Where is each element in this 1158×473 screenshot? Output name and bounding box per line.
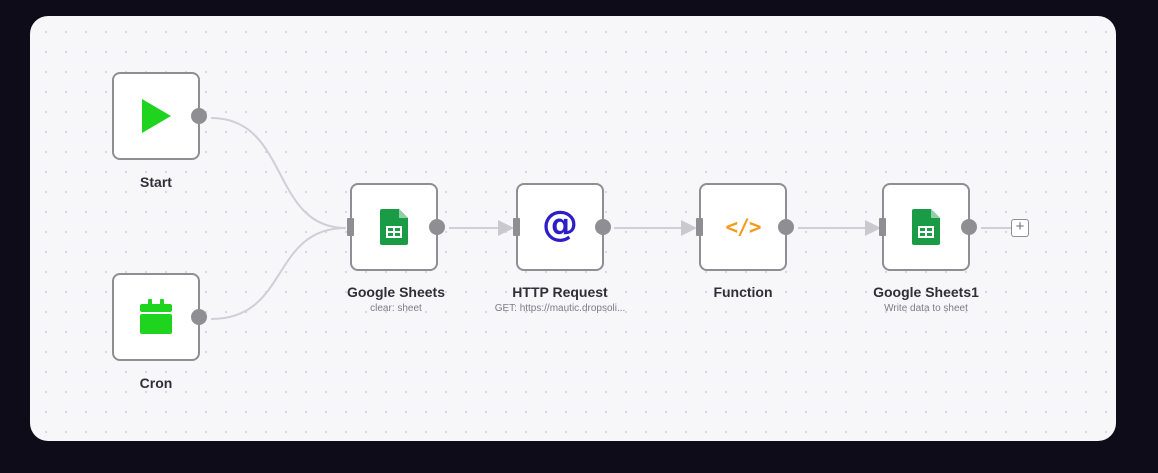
node-start-label: Start <box>140 174 172 190</box>
plus-icon: + <box>1015 218 1025 235</box>
play-icon <box>142 99 171 133</box>
edge-start-to-google-sheets[interactable] <box>210 117 347 229</box>
node-google-sheets-subtitle: clear: sheet <box>370 303 422 314</box>
node-google-sheets1-label: Google Sheets1 <box>873 284 979 300</box>
node-google-sheets1-subtitle: Write data to sheet <box>884 303 968 314</box>
output-port[interactable] <box>191 108 207 124</box>
output-port[interactable] <box>595 219 611 235</box>
connections-layer <box>210 117 1011 320</box>
node-http-request-label: HTTP Request <box>512 284 608 300</box>
node-function[interactable]: </> <box>696 183 794 271</box>
at-sign-icon: @ <box>542 204 578 245</box>
node-google-sheets1[interactable] <box>879 183 977 271</box>
node-cron[interactable] <box>112 273 207 361</box>
node-function-label: Function <box>713 284 773 300</box>
google-sheets-icon <box>912 209 940 245</box>
node-cron-label: Cron <box>139 375 173 391</box>
node-google-sheets[interactable] <box>347 183 445 271</box>
node-http-request-subtitle: GET: https://mautic.dropsoli... <box>494 303 626 314</box>
output-port[interactable] <box>778 219 794 235</box>
code-icon: </> <box>725 215 762 239</box>
output-port[interactable] <box>961 219 977 235</box>
output-port[interactable] <box>191 309 207 325</box>
input-port[interactable] <box>696 218 703 236</box>
input-port[interactable] <box>879 218 886 236</box>
node-start[interactable] <box>112 72 207 160</box>
node-google-sheets-label: Google Sheets <box>346 284 446 300</box>
google-sheets-icon <box>380 209 408 245</box>
calendar-icon <box>140 299 172 334</box>
node-http-request[interactable]: @ <box>513 183 611 271</box>
input-port[interactable] <box>513 218 520 236</box>
add-node-button[interactable]: + <box>1011 219 1029 237</box>
output-port[interactable] <box>429 219 445 235</box>
input-port[interactable] <box>347 218 354 236</box>
edge-cron-to-google-sheets[interactable] <box>210 227 347 320</box>
workflow-canvas[interactable]: Start Cron Google Sheets clear: sheet @ <box>30 16 1116 441</box>
